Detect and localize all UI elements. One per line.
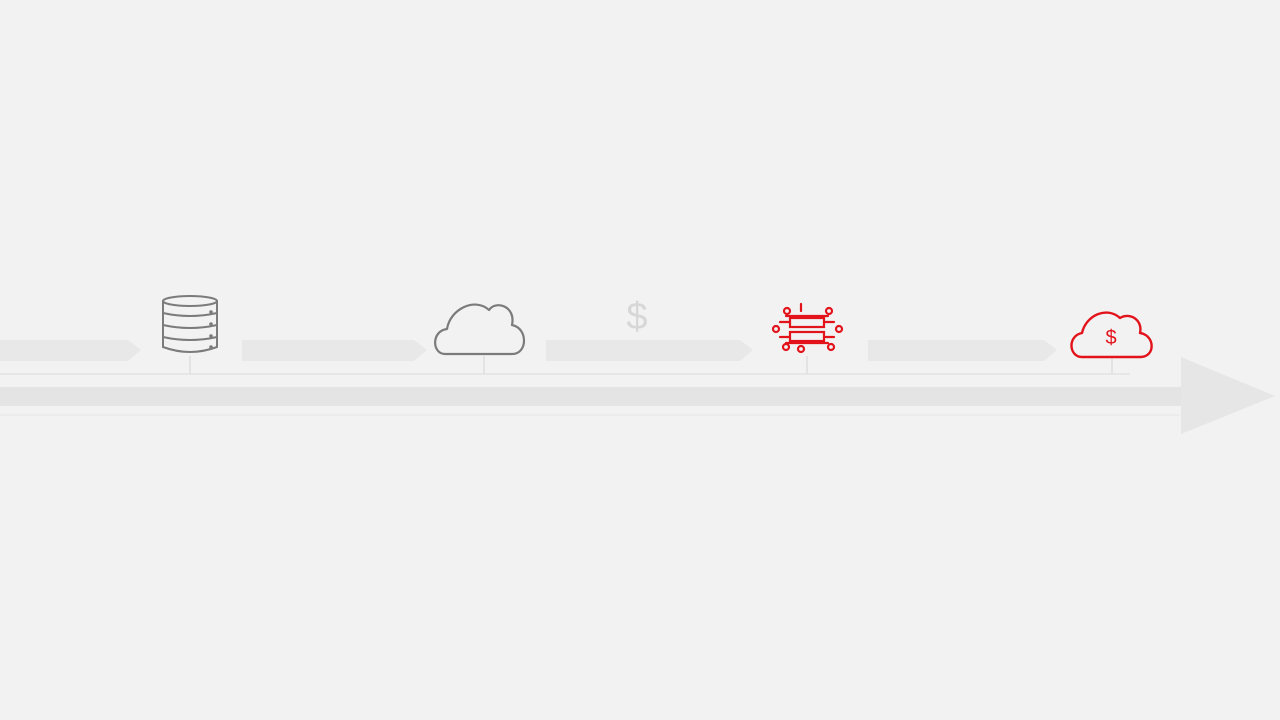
database-icon [162,295,218,353]
dollar-glyph: $ [626,296,647,338]
flow-chevron [546,340,753,361]
flow-chevrons [0,340,1057,361]
timeline-arrow-shaft [0,387,1184,406]
cloud-dollar-glyph: $ [1105,327,1116,349]
cloud-outline [1070,311,1153,359]
flow-chevron [242,340,427,361]
server-network-icon [771,302,844,354]
stage-connectors [189,356,1113,374]
flow-chevron [868,340,1057,361]
cloud-dollar-icon: $ [1070,311,1153,359]
dollar-icon: $ [626,296,647,338]
timeline-arrow-head [1181,357,1275,434]
cloud-icon [434,303,526,356]
timeline-arrow [0,357,1275,434]
flow-chevron [0,340,141,361]
